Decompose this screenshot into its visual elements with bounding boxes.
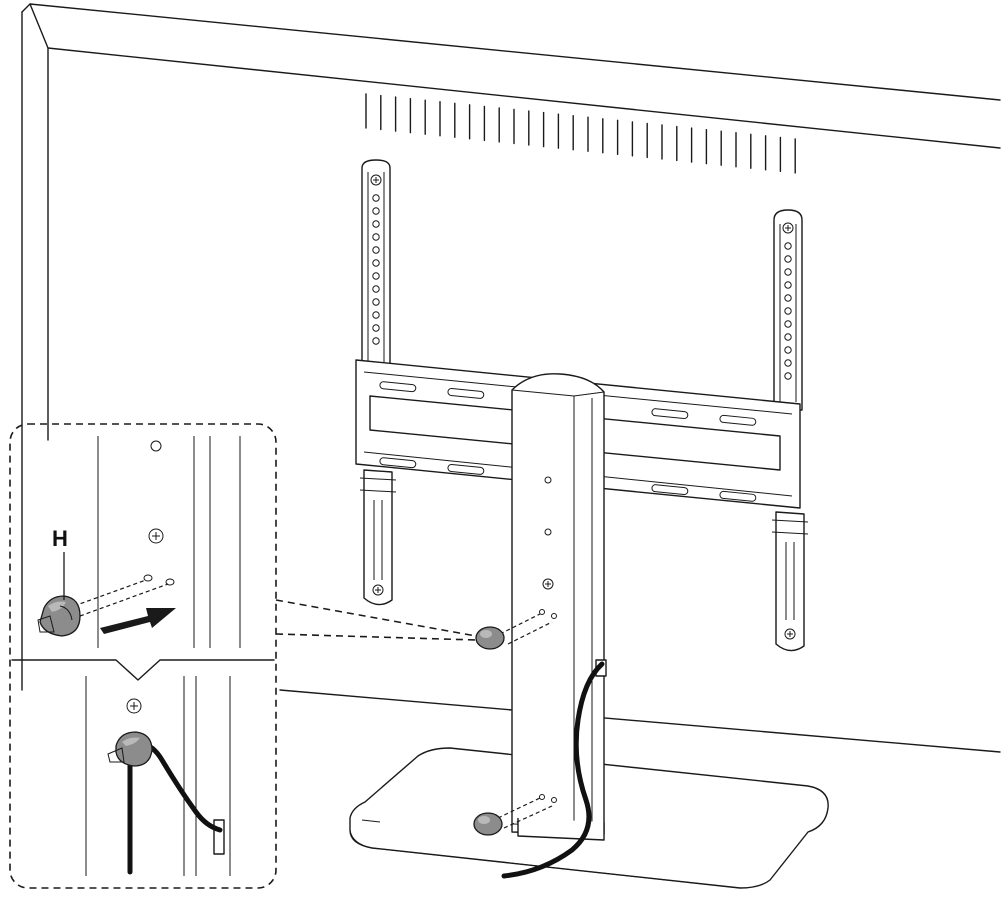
adjust-hole: [784, 281, 792, 289]
cable-clip-icon: [213, 819, 225, 855]
adjust-hole: [784, 307, 792, 315]
adjust-hole: [784, 372, 792, 380]
lower-cable-knob-assembly: [473, 794, 557, 836]
adjust-hole: [784, 268, 792, 276]
adjust-hole: [372, 259, 380, 267]
callout-frame: [9, 423, 277, 889]
mount-slot: [379, 457, 417, 469]
adjust-hole: [784, 333, 792, 341]
mount-slot: [651, 408, 689, 420]
cable-knob-h-icon: [473, 812, 503, 836]
adjust-hole: [372, 272, 380, 280]
adjust-hole: [372, 337, 380, 345]
tv-vent-slots: [365, 93, 796, 174]
mount-slot: [447, 387, 485, 399]
adjust-hole: [784, 294, 792, 302]
screw-hole-icon: [539, 609, 545, 615]
screw-hole-icon: [165, 578, 175, 586]
mount-slot: [651, 484, 689, 496]
adjust-hole: [372, 233, 380, 241]
screw-hole-icon: [551, 797, 557, 803]
stand-column: [511, 373, 607, 841]
knob-h-icon: [37, 595, 81, 637]
adjust-hole: [784, 320, 792, 328]
callout-leader-top: [275, 599, 477, 637]
adjust-hole: [784, 255, 792, 263]
screw-hole-icon: [143, 574, 153, 582]
bracket-right-arm: [773, 209, 803, 411]
tv-back-panel: [21, 3, 1001, 753]
mount-slot: [719, 490, 757, 502]
knob-with-cable-icon: [107, 731, 153, 767]
screw-hole-icon: [539, 794, 545, 800]
adjust-hole: [372, 311, 380, 319]
adjust-hole: [784, 359, 792, 367]
adjust-hole: [784, 346, 792, 354]
adjust-hole: [372, 220, 380, 228]
adjust-hole: [784, 242, 792, 250]
detail-upper-column: H: [37, 436, 241, 648]
adjust-hole: [372, 285, 380, 293]
part-label-h: H: [52, 526, 68, 551]
bracket-lower-left-hook: [359, 469, 397, 606]
upper-cable-knob-assembly: [475, 609, 557, 650]
mount-slot: [719, 414, 757, 426]
callout-divider: [11, 659, 275, 681]
callout-leader-bottom: [275, 633, 477, 641]
screw-hole-icon: [551, 613, 557, 619]
mount-slot: [379, 381, 417, 393]
adjust-hole: [372, 246, 380, 254]
cable-knob-h-icon: [475, 626, 505, 650]
insert-direction-arrow-icon: [100, 608, 176, 634]
tv-power-cable: [501, 661, 605, 879]
detail-lower-column: [85, 676, 231, 876]
adjust-hole: [372, 324, 380, 332]
adjust-hole: [372, 298, 380, 306]
bracket-left-arm: [361, 159, 391, 371]
adjust-hole: [372, 207, 380, 215]
bracket-lower-right-hook: [771, 511, 809, 652]
detail-callout: H: [9, 423, 477, 889]
adjust-hole: [372, 194, 380, 202]
mount-slot: [447, 463, 485, 475]
